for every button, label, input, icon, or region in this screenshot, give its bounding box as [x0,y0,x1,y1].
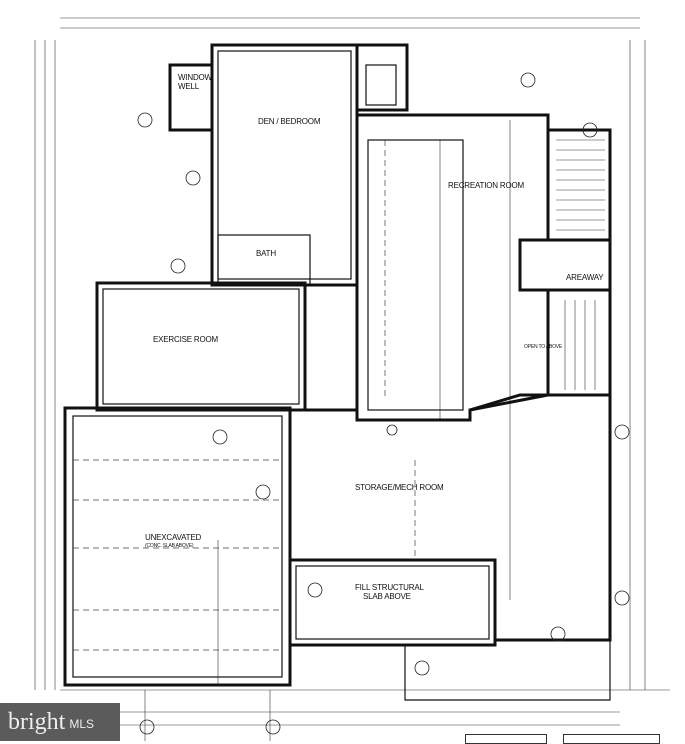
room-label-recreation: RECREATION ROOM [448,181,525,190]
walls [63,43,612,701]
slab-lines [73,140,416,651]
room-label-fill-1: FILL STRUCTURAL [355,583,424,592]
section-markers [137,72,630,735]
room-label-den: DEN / BEDROOM [258,117,321,126]
room-label-exercise: EXERCISE ROOM [153,335,219,344]
title-block-right [563,734,660,744]
dimension-lines [34,17,670,741]
room-label-window-well: WINDOW [178,73,213,82]
stairs [556,139,605,390]
room-label-storage: STORAGE/MECH ROOM [355,483,444,492]
room-label-bath: BATH [256,249,276,258]
watermark-suffix: MLS [69,717,95,731]
room-label-unexcavated-sub: (CONC. SLAB ABOVE) [145,543,194,549]
room-label-open-to-above: OPEN TO ABOVE [524,344,563,350]
room-label-areaway: AREAWAY [566,273,604,282]
title-block-left [465,734,547,744]
room-label-unexcavated: UNEXCAVATED [145,533,201,542]
brightmls-watermark: bright MLS [0,703,120,741]
room-label-fill-2: SLAB ABOVE [363,592,411,601]
room-label-window-well-2: WELL [178,82,200,91]
watermark-brand: bright [8,708,66,735]
